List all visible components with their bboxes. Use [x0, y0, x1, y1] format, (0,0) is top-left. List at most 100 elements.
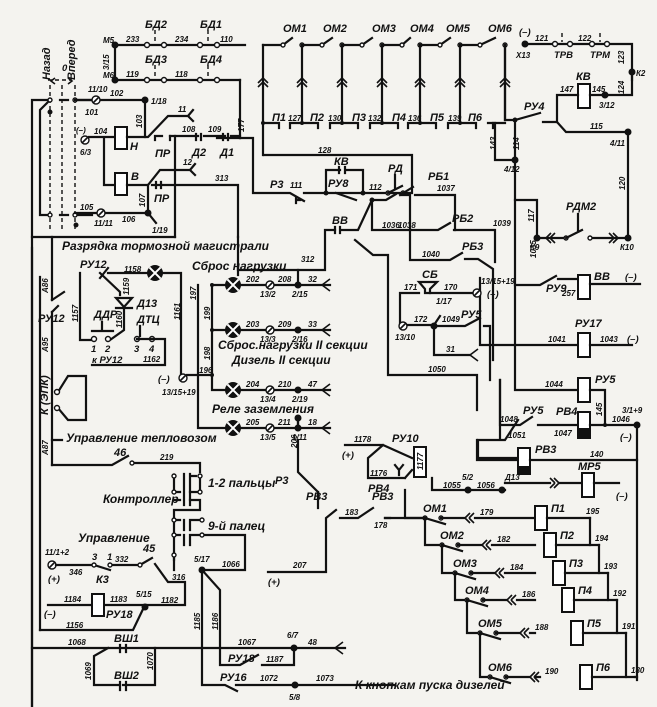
om-contact-label: ОМ2 [440, 530, 464, 542]
plus-seq: (+) [268, 577, 280, 588]
wire-48: 48 [307, 638, 317, 647]
lamp-wire-mid: 208 [277, 275, 292, 284]
ru10-coil [413, 446, 427, 478]
coil-n-label: Н [130, 141, 139, 153]
lamp-node: 2/15 [291, 290, 308, 299]
kv-coil [577, 83, 591, 109]
p-coil [561, 587, 575, 613]
reverser-back-label: Назад [41, 47, 53, 80]
connector-icon [506, 594, 517, 606]
ddr-label: ДДР [93, 309, 118, 321]
node-6-7: 6/7 [287, 631, 299, 640]
to-ru12-label: к РУ12 [92, 355, 123, 366]
switch-46: 46 [113, 447, 127, 459]
caption-ground-relay: Реле заземления [212, 402, 314, 416]
rdm2-label: РДМ2 [566, 201, 596, 213]
ru8-label: РУ8 [328, 178, 349, 190]
wire-219: 219 [159, 453, 174, 462]
wire-111: 111 [290, 181, 303, 190]
d13-diode-label: Д13 [136, 298, 157, 310]
bd4-label: БД4 [200, 54, 222, 66]
terminal-1-18: 1/18 [151, 97, 167, 106]
return-wire: 180 [631, 666, 645, 675]
rv4-ru10-label: РВ4 [368, 483, 389, 495]
wire-145: 145 [592, 85, 606, 94]
p2-label: П2 [310, 112, 324, 124]
dtc-label: ДТЦ [136, 314, 160, 326]
sb-block: СБ 171 170 13/15+19 (–) 13/10 172 1/17 1… [395, 269, 515, 382]
terminal-11-1-2: 11/1+2 [45, 548, 70, 557]
caption-finger-9: 9-й палец [208, 519, 265, 533]
terminal-icon [265, 423, 275, 433]
ru18-coil [91, 593, 105, 617]
motor-contactor-group [257, 36, 511, 157]
caption-diesel-buttons: К кнопкам пуска дизелей [355, 678, 505, 692]
wire-107: 107 [138, 193, 147, 207]
k3-label: К3 [96, 574, 109, 586]
wire-1068: 1068 [68, 638, 86, 647]
minus-rv4: (–) [620, 432, 632, 443]
p-coil-label: П2 [560, 530, 574, 542]
wire-11: 11 [178, 105, 187, 114]
wire-145b: 145 [595, 402, 604, 416]
rv3b-label: РВ3 [372, 491, 393, 503]
ru12-label: РУ12 [80, 259, 107, 271]
wire-1038: 1038 [398, 221, 416, 230]
terminal-13-15-19: 13/15+19 [481, 277, 515, 286]
wire-1047: 1047 [554, 429, 572, 438]
sequence-wire: 190 [545, 667, 559, 676]
om-p-branch [296, 36, 345, 130]
p6-label: П6 [468, 112, 483, 124]
rv3-label: РВ3 [535, 444, 556, 456]
lamp-wire-out: 18 [308, 418, 317, 427]
wire-136: 136 [408, 114, 422, 123]
wire-178: 178 [374, 521, 388, 530]
wire-172: 172 [414, 315, 428, 324]
motor-contactor-labels: ОМ1 ОМ2 ОМ3 ОМ4 ОМ5 ОМ6 П1 П2 П3 П4 П5 П… [272, 23, 521, 155]
lamp-rows: Сброс нагрузки Сброс.нагрузки II секции … [192, 259, 368, 416]
trv-label: ТРВ [554, 50, 573, 61]
wire-108: 108 [182, 125, 196, 134]
connector-icon [481, 539, 492, 551]
wire-1160: 1160 [115, 310, 124, 328]
lamp-terminal: 13/4 [260, 395, 276, 404]
om2-label: ОМ2 [323, 23, 347, 35]
lamp-node: 2/16 [291, 335, 308, 344]
plus-control: (+) [48, 574, 60, 585]
caption-loco-control: Управление тепловозом [66, 431, 217, 445]
transition-block: (–) Х13 121 ТРВ ТРМ 122 123 К2 124 3/12 … [486, 27, 646, 240]
wire-143: 143 [489, 136, 498, 150]
node-3-1-9: 3/1+9 [622, 406, 643, 415]
wire-115: 115 [590, 122, 603, 131]
wire-1176: 1176 [370, 469, 388, 478]
caption-controller: Контроллер [103, 492, 179, 506]
r3-seq-label: Р3 [275, 475, 288, 487]
lamp-wire-mid: 209 [277, 320, 292, 329]
wire-130: 130 [328, 114, 342, 123]
node-3-15: 3/15 [102, 54, 111, 70]
wire-1040: 1040 [422, 250, 440, 259]
pin-k3-3: 3 [92, 552, 98, 563]
terminal-13-15-19b: 13/15+19 [162, 388, 196, 397]
wire-1182: 1182 [161, 596, 179, 605]
connector-icon [494, 567, 505, 579]
node-5-17: 5/17 [194, 555, 210, 564]
lamp-wire-mid: 211 [277, 418, 291, 427]
node-m6: М6 [103, 71, 115, 80]
wire-31: 31 [446, 345, 455, 354]
bd3-label: БД3 [145, 54, 167, 66]
ru10-block: (+) 1178 РУ10 1176 1177 РВ4 1055 5/2 105… [342, 433, 507, 495]
wire-1070: 1070 [146, 652, 155, 670]
signal-lamp-icon [224, 276, 242, 294]
wire-1050: 1050 [428, 365, 446, 374]
wire-234: 234 [174, 35, 189, 44]
wire-124: 124 [617, 80, 626, 94]
om6-label: ОМ6 [488, 23, 513, 35]
wire-332: 332 [115, 555, 129, 564]
wire-1157: 1157 [71, 304, 80, 322]
p-coil [570, 620, 584, 646]
